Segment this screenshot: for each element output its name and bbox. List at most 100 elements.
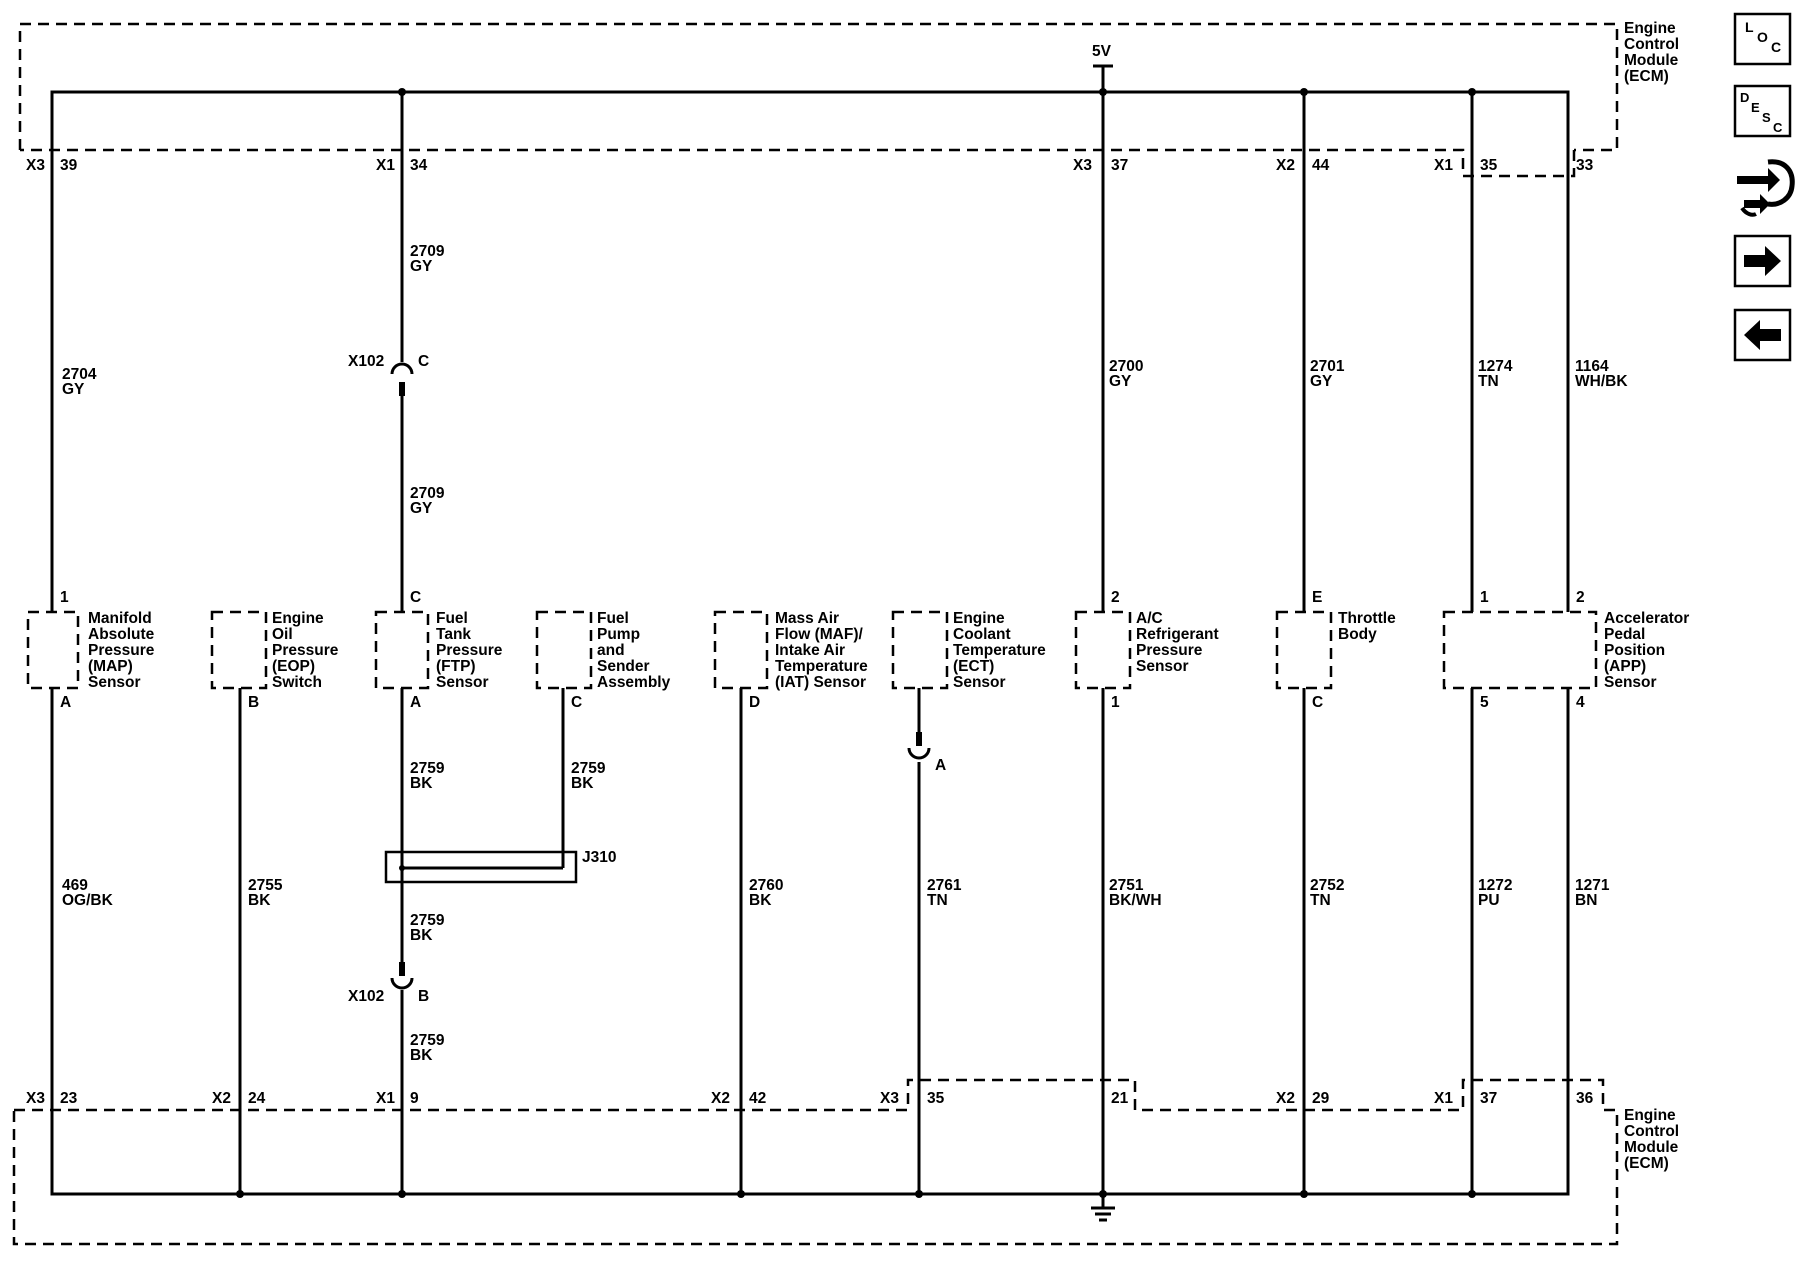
pin-label: 23 (60, 1090, 78, 1107)
supply-5v-label: 5V (1092, 43, 1112, 60)
ac-refrigerant-pressure-sensor: 2 1 A/C Refrigerant Pressure Sensor (1074, 589, 1223, 711)
side-icon-bar: L O C D E S C (1733, 12, 1795, 362)
svg-text:C: C (410, 589, 421, 606)
pin-label: X2 (711, 1090, 730, 1107)
svg-text:Engine Coolant: Engine Coolant Temperature (ECT) Sensor (953, 610, 1050, 691)
previous-arrow-icon[interactable] (1733, 308, 1792, 362)
splice-j310: J310 (384, 849, 616, 884)
svg-text:J310: J310 (582, 849, 616, 866)
maf-iat-sensor: D Mass Air Flow (MAF)/ Intake Air Temper… (713, 610, 872, 711)
svg-text:X102: X102 (348, 988, 384, 1005)
upper-wires (50, 92, 1570, 612)
svg-text:5: 5 (1480, 694, 1489, 711)
svg-text:D: D (1740, 90, 1749, 105)
pin-label: 35 (1480, 157, 1498, 174)
pin-label: X3 (1073, 157, 1092, 174)
lower-wires (50, 688, 1570, 1194)
svg-text:A: A (60, 694, 71, 711)
ecm-top-module (18, 22, 1619, 178)
ecm-bottom-label: Engine Control Module (ECM) (1624, 1107, 1683, 1172)
top-pin-labels: X3 39 X1 34 X3 37 X2 44 X1 35 33 (26, 157, 1594, 174)
pin-label: X3 (26, 157, 45, 174)
pin-label: 37 (1111, 157, 1128, 174)
inline-connector-x102-c: X102 C (348, 353, 429, 396)
pin-label: X1 (376, 1090, 395, 1107)
pin-label: X1 (1434, 157, 1453, 174)
svg-text:1: 1 (1480, 589, 1489, 606)
inline-connector-ect-a: A (907, 732, 946, 774)
svg-text:Fuel Tank Pres: Fuel Tank Pressure (FTP) Sensor (436, 610, 507, 691)
svg-text:E: E (1312, 589, 1322, 606)
pin-label: X2 (1276, 157, 1295, 174)
components: 1 A Manifold Absolute Pressure (MAP) Sen… (26, 589, 1694, 711)
svg-text:2: 2 (1111, 589, 1120, 606)
svg-text:A/C Refrigerant: A/C Refrigerant Pressure Sensor (1136, 610, 1223, 675)
ecm-bottom-module (12, 1078, 1619, 1246)
throttle-body: E C Throttle Body (1275, 589, 1400, 711)
svg-text:A: A (410, 694, 421, 711)
pin-label: 29 (1312, 1090, 1330, 1107)
svg-text:S: S (1762, 110, 1771, 125)
pin-label: 34 (410, 157, 428, 174)
svg-text:1: 1 (60, 589, 69, 606)
svg-text:C: C (1312, 694, 1323, 711)
pin-label: 39 (60, 157, 78, 174)
svg-text:Engine Oil Pre: Engine Oil Pressure (EOP) Switch (272, 610, 343, 691)
pin-label: 36 (1576, 1090, 1594, 1107)
fuel-pump-sender-assembly: C Fuel Pump and Sender Assembly (535, 610, 671, 711)
svg-text:C: C (571, 694, 582, 711)
pin-label: 9 (410, 1090, 419, 1107)
pin-label: X3 (26, 1090, 45, 1107)
pin-label: 33 (1576, 157, 1594, 174)
pin-label: X2 (212, 1090, 231, 1107)
desc-icon[interactable]: D E S C (1733, 84, 1792, 138)
svg-text:Mass Air Flow (MAF)/: Mass Air Flow (MAF)/ Intake Air Temperat… (775, 610, 872, 691)
svg-text:C: C (1771, 39, 1781, 55)
pin-label: 24 (248, 1090, 266, 1107)
pin-label: 21 (1111, 1090, 1129, 1107)
svg-text:Throttle Body: Throttle Body (1338, 610, 1400, 643)
svg-text:O: O (1757, 29, 1768, 45)
svg-text:L: L (1745, 19, 1754, 35)
map-sensor: 1 A Manifold Absolute Pressure (MAP) Sen… (26, 589, 159, 711)
inline-connector-x102-b: X102 B (348, 962, 429, 1005)
pin-label: X1 (1434, 1090, 1453, 1107)
ecm-internal-5v-bus: 5V (50, 43, 1570, 164)
next-arrow-icon[interactable] (1733, 234, 1792, 288)
svg-text:D: D (749, 694, 760, 711)
pin-label: 37 (1480, 1090, 1497, 1107)
svg-text:E: E (1751, 100, 1760, 115)
connector-view-icon[interactable] (1737, 159, 1795, 217)
svg-text:Accelerator Pedal: Accelerator Pedal Position (APP) Sensor (1604, 610, 1694, 691)
ecm-internal-ground-bus (50, 1096, 1570, 1222)
svg-text:B: B (418, 988, 429, 1005)
ect-sensor: Engine Coolant Temperature (ECT) Sensor (891, 610, 1050, 691)
pin-label: 35 (927, 1090, 945, 1107)
svg-text:4: 4 (1576, 694, 1585, 711)
svg-text:2: 2 (1576, 589, 1585, 606)
loc-icon[interactable]: L O C (1733, 12, 1792, 66)
pin-label: X3 (880, 1090, 899, 1107)
svg-text:1: 1 (1111, 694, 1120, 711)
svg-text:Manifold Absolute: Manifold Absolute Pressure (MAP) Sensor (88, 610, 159, 691)
eop-switch: B Engine Oil Pressure (EOP) Switch (210, 610, 343, 711)
ecm-top-label: Engine Control Module (ECM) (1624, 20, 1683, 85)
